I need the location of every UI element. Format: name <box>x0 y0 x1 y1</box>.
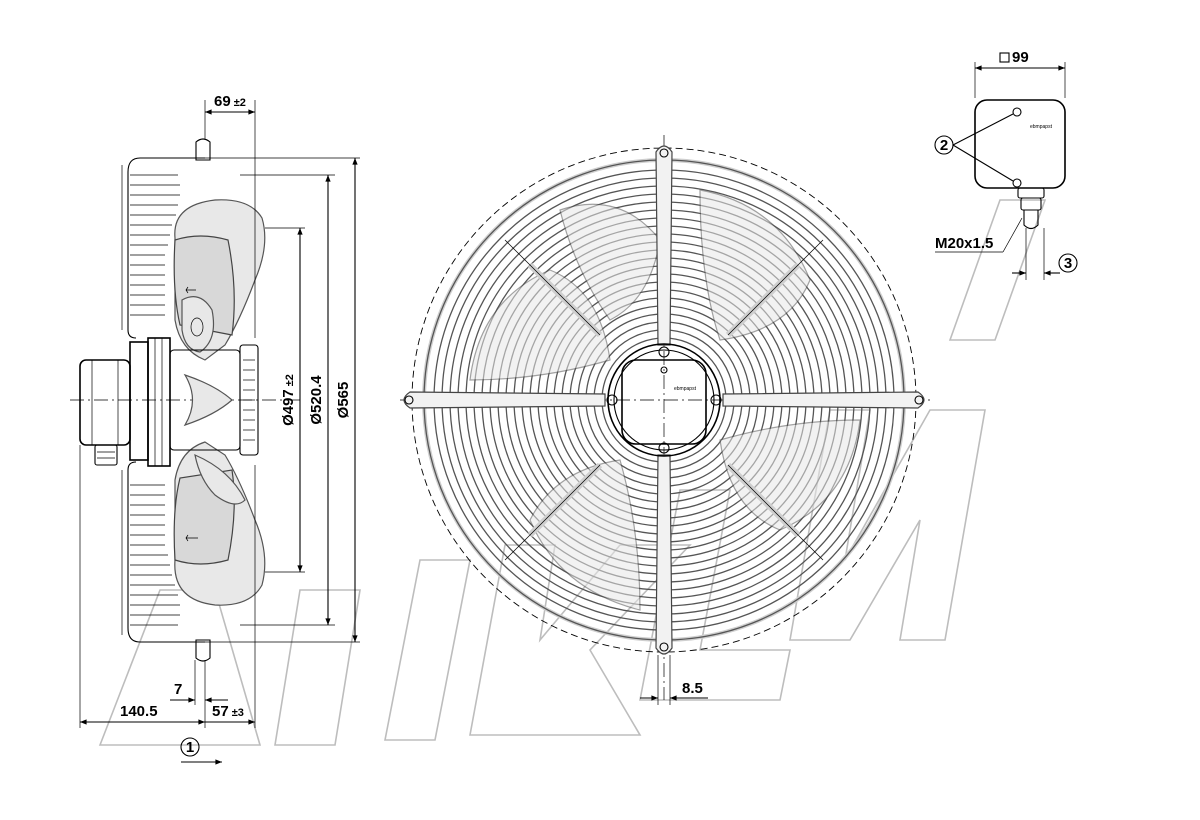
terminal-box-detail: ebmpapst 99 2 M20x1.5 3 <box>934 49 1078 280</box>
dim-85-label: 8.5 <box>682 680 703 697</box>
square-symbol <box>999 52 1010 63</box>
guard-diagonal-struts <box>504 239 824 561</box>
terminal-box <box>974 99 1066 189</box>
dim-497-label: Ø497±2 <box>280 374 297 426</box>
front-blades <box>469 189 861 611</box>
hub-front: ebmpapst <box>606 343 722 457</box>
front-view: ebmpapst 8.5 <box>400 135 930 705</box>
callout-1-label: 1 <box>186 739 194 756</box>
thread-label: M20x1.5 <box>935 235 993 252</box>
cable-gland-nut <box>1017 187 1045 199</box>
motor-side <box>79 337 259 467</box>
dim-520-label: Ø520.4 <box>308 375 325 425</box>
callout-2-leader-top <box>952 113 1014 146</box>
dim-99-label: 99 <box>1012 49 1029 66</box>
side-view: 69±2 Ø565 Ø520.4 Ø497±2 140.5 57±3 7 1 <box>70 93 360 765</box>
guard-cross-struts <box>403 145 925 655</box>
thread-leader <box>1002 217 1023 253</box>
blade-lower-side <box>173 441 266 606</box>
terminal-screw-top <box>1012 107 1022 117</box>
dim-565-label: Ø565 <box>335 382 352 419</box>
dim-57-label: 57±3 <box>212 703 244 720</box>
hub-brand-mark: ebmpapst <box>674 386 697 392</box>
guard-side-profile <box>121 138 211 662</box>
dim-7-label: 7 <box>174 681 182 698</box>
callout-2-label: 2 <box>940 137 948 154</box>
callout-3-label: 3 <box>1064 255 1072 272</box>
cable-gland-body <box>1020 197 1042 211</box>
callout-3-circle <box>1058 253 1078 273</box>
dim-69-label: 69±2 <box>214 93 246 110</box>
terminal-brand-mark: ebmpapst <box>1030 124 1053 130</box>
side-extension-lines <box>79 100 360 728</box>
blade-upper-side <box>173 199 266 361</box>
terminal-screw-bottom <box>1012 178 1022 188</box>
callout-1-circle <box>180 737 200 757</box>
callout-2-leader-bottom <box>952 144 1014 182</box>
cable-gland-tip <box>1023 210 1039 230</box>
dim-140-label: 140.5 <box>120 703 158 720</box>
